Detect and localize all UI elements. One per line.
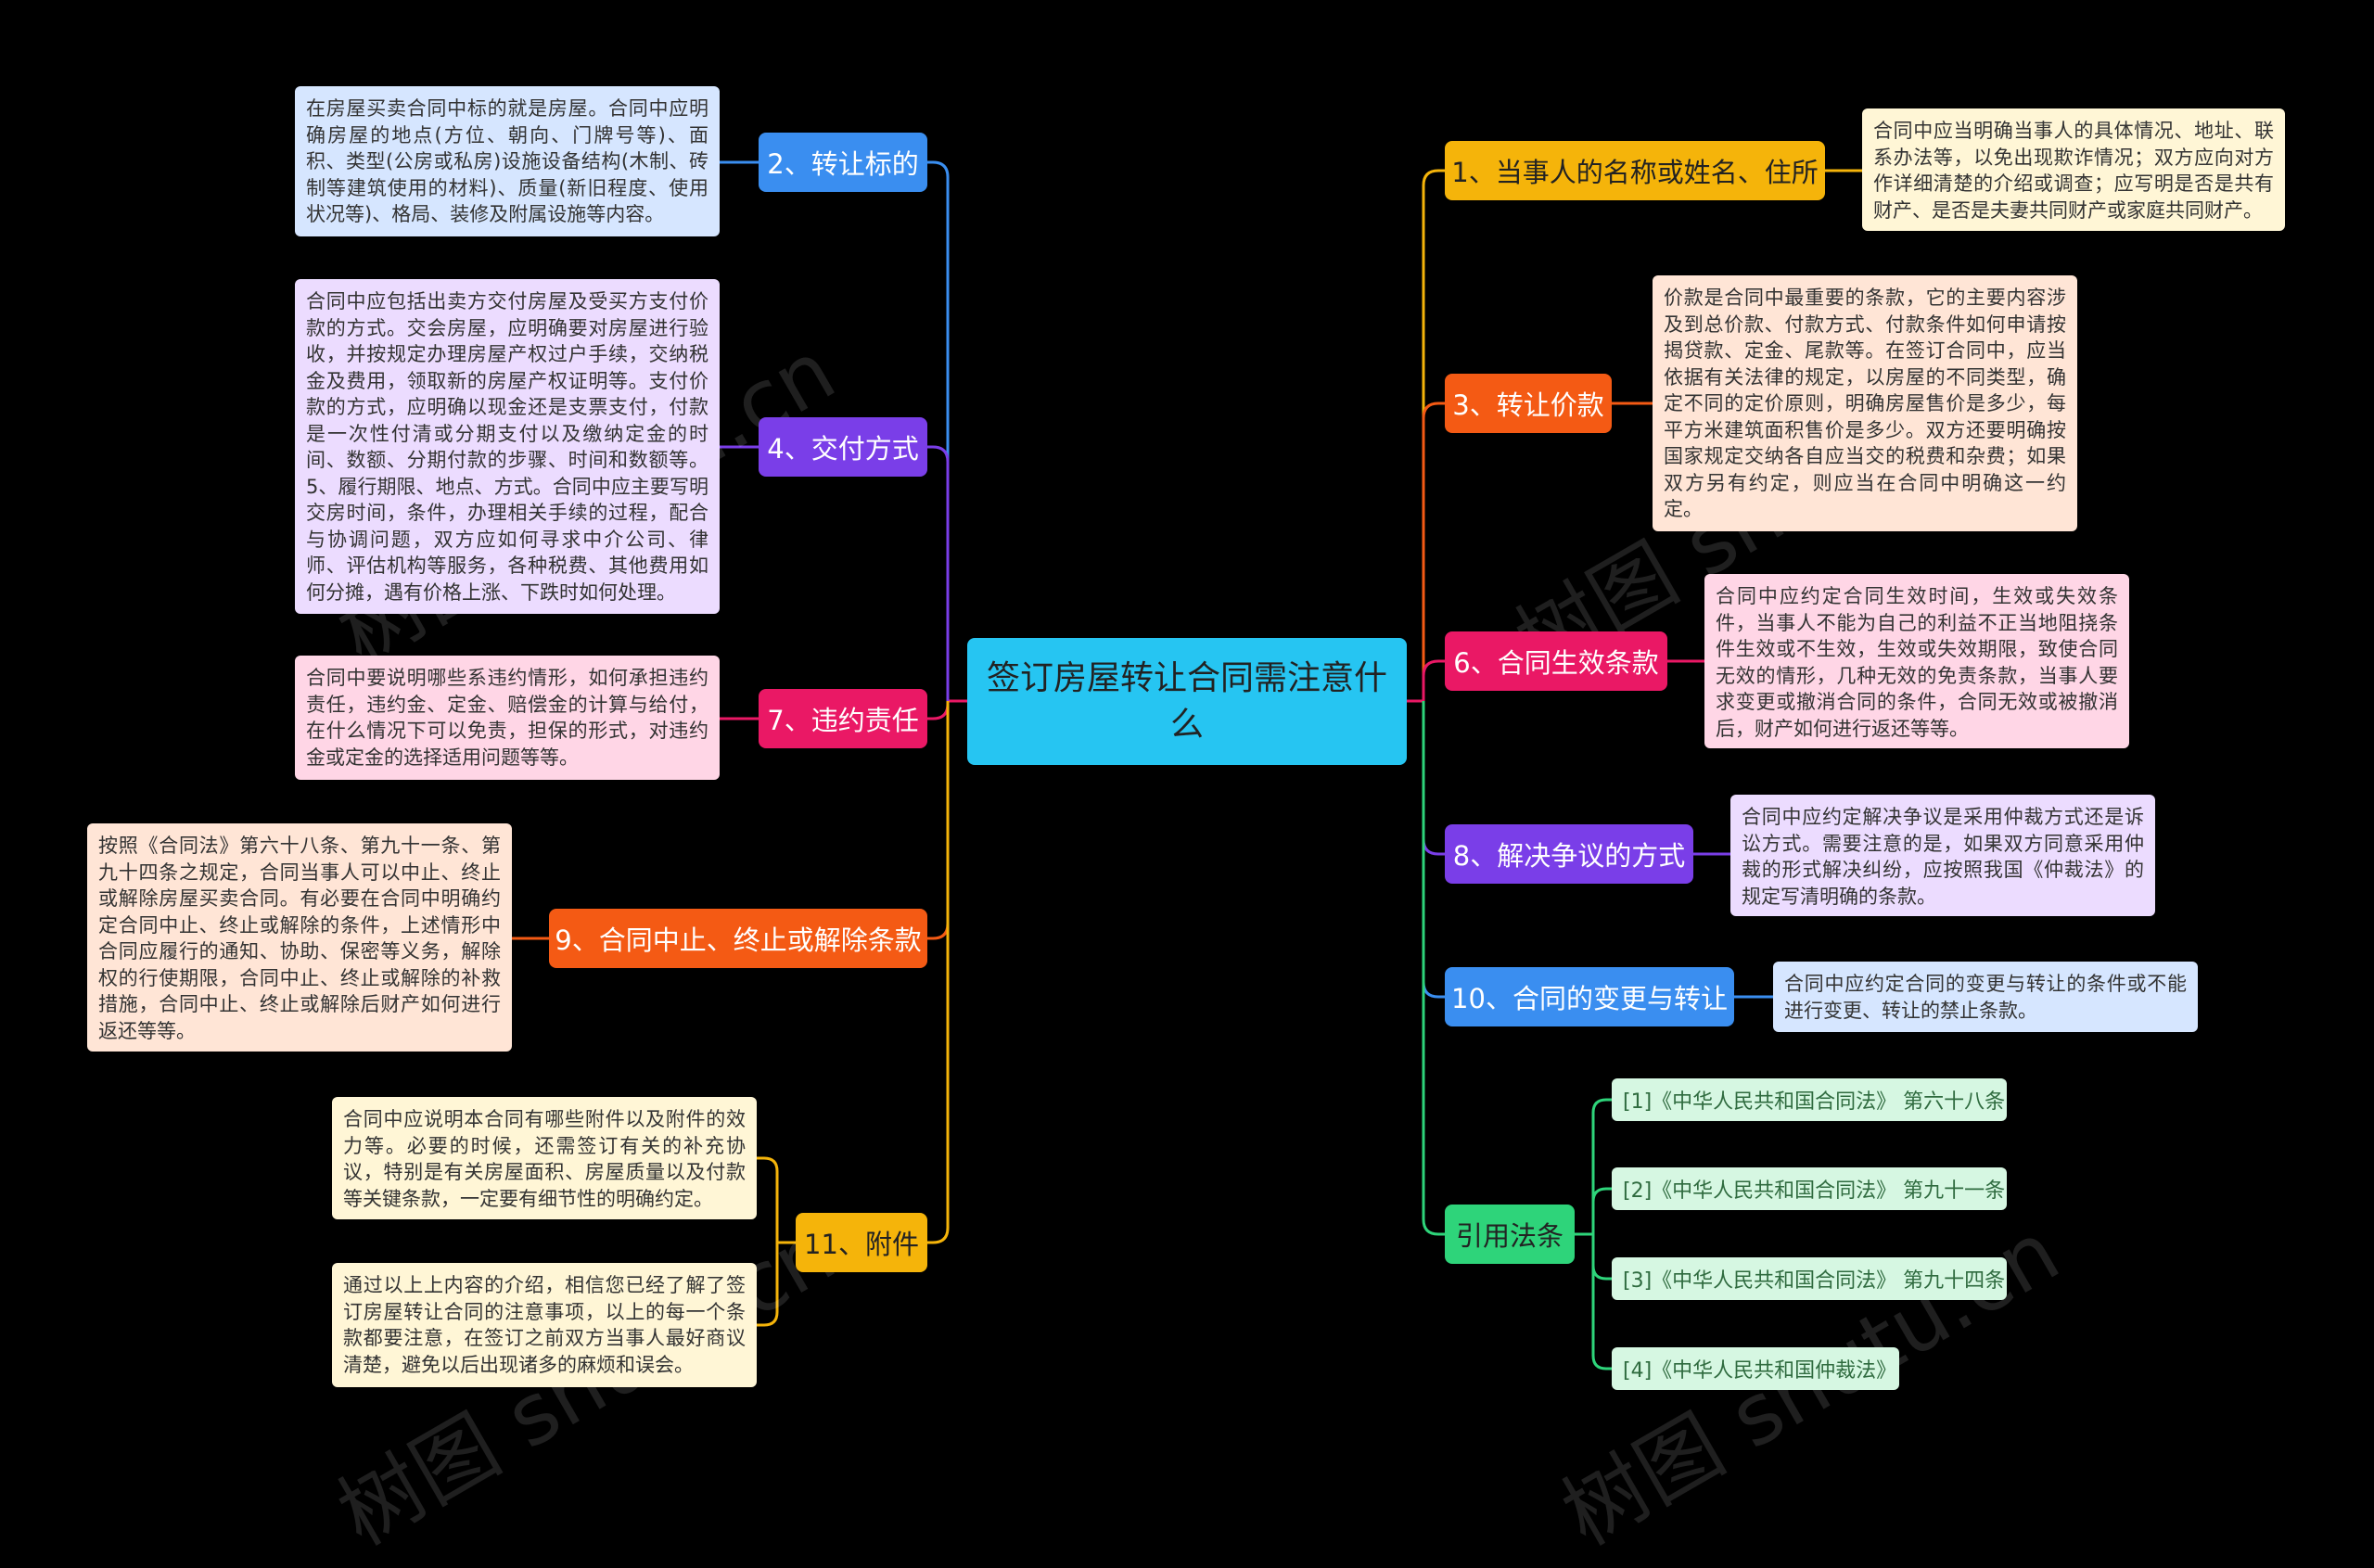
leaf-dispute-detail: 合同中应约定解决争议是采用仲裁方式还是诉讼方式。需要注意的是，如果双方同意采用仲… xyxy=(1730,795,2155,916)
connector-branch xyxy=(1422,701,1445,856)
branch-change[interactable]: 10、合同的变更与转让 xyxy=(1445,967,1734,1026)
connector-branch xyxy=(927,445,950,701)
leaf-liability-detail: 合同中要说明哪些系违约情形，如何承担违约责任，违约金、定金、赔偿金的计算与给付，… xyxy=(295,656,720,780)
branch-references[interactable]: 引用法条 xyxy=(1445,1205,1575,1264)
leaf-attachments-detail: 合同中应说明本合同有哪些附件以及附件的效力等。必要的时候，还需签订有关的补充协议… xyxy=(332,1097,757,1219)
connector-lines xyxy=(512,160,1862,1370)
branch-termination[interactable]: 9、合同中止、终止或解除条款 xyxy=(549,909,927,968)
connector-branch xyxy=(1422,701,1445,1236)
branch-attachments[interactable]: 11、附件 xyxy=(796,1213,927,1272)
connector-leaf xyxy=(757,1243,779,1327)
central-topic[interactable]: 签订房屋转让合同需注意什么 xyxy=(967,638,1407,765)
connector-ref xyxy=(1591,1234,1612,1281)
leaf-delivery-detail: 合同中应包括出卖方交付房屋及受买方支付价款的方式。交会房屋，应明确要对房屋进行验… xyxy=(295,279,720,614)
branch-price[interactable]: 3、转让价款 xyxy=(1445,374,1612,433)
connector-leaf xyxy=(757,1156,779,1243)
connector-branch xyxy=(927,701,950,1244)
leaf-change-detail: 合同中应约定合同的变更与转让的条件或不能进行变更、转让的禁止条款。 xyxy=(1773,962,2198,1032)
reference-item[interactable]: [3]《中华人民共和国合同法》 第九十四条 xyxy=(1612,1257,2007,1300)
branch-effectiveness[interactable]: 6、合同生效条款 xyxy=(1445,631,1667,691)
reference-item[interactable]: [2]《中华人民共和国合同法》 第九十一条 xyxy=(1612,1167,2007,1210)
connector-branch xyxy=(927,701,950,720)
leaf-price-detail: 价款是合同中最重要的条款，它的主要内容涉及到总价款、付款方式、付款条件如何申请按… xyxy=(1653,275,2077,531)
connector-branch xyxy=(927,701,950,940)
leaf-effectiveness-detail: 合同中应约定合同生效时间，生效或失效条件，当事人不能为自己的利益不正当地阻挠条件… xyxy=(1704,574,2129,748)
branch-parties[interactable]: 1、当事人的名称或姓名、住所 xyxy=(1445,141,1825,200)
connector-ref xyxy=(1591,1098,1612,1234)
leaf-attachments-summary: 通过以上上内容的介绍，相信您已经了解了签订房屋转让合同的注意事项，以上的每一个条… xyxy=(332,1263,757,1387)
connector-ref xyxy=(1591,1187,1612,1234)
leaf-termination-detail: 按照《合同法》第六十八条、第九十一条、第九十四条之规定，合同当事人可以中止、终止… xyxy=(87,823,512,1052)
leaf-subject-detail: 在房屋买卖合同中标的就是房屋。合同中应明确房屋的地点(方位、朝向、门牌号等)、面… xyxy=(295,86,720,236)
branch-subject[interactable]: 2、转让标的 xyxy=(759,133,927,192)
connector-branch xyxy=(927,160,950,701)
connector-ref xyxy=(1591,1234,1612,1370)
connector-branch xyxy=(1422,659,1445,701)
leaf-parties-detail: 合同中应当明确当事人的具体情况、地址、联系办法等，以免出现欺诈情况；双方应向对方… xyxy=(1862,108,2285,231)
branch-delivery[interactable]: 4、交付方式 xyxy=(759,417,927,477)
connector-branch xyxy=(1422,402,1445,701)
reference-item[interactable]: [1]《中华人民共和国合同法》 第六十八条 xyxy=(1612,1078,2007,1121)
branch-liability[interactable]: 7、违约责任 xyxy=(759,689,927,748)
branch-dispute[interactable]: 8、解决争议的方式 xyxy=(1445,824,1693,884)
connector-branch xyxy=(1422,169,1445,701)
reference-item[interactable]: [4]《中华人民共和国仲裁法》 xyxy=(1612,1347,1899,1390)
